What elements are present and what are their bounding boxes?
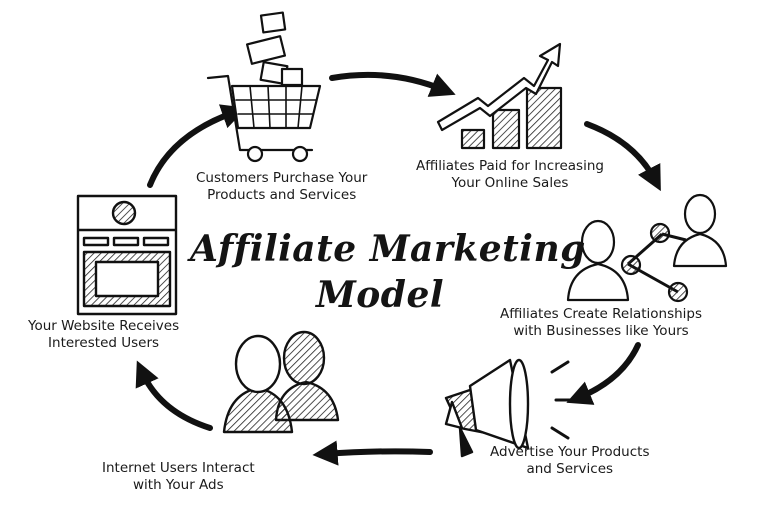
arrow-cart-to-chart — [329, 71, 456, 97]
step-label-website-receives: Your Website Receives Interested Users — [28, 318, 179, 352]
network-people-icon — [566, 193, 728, 303]
diagram-title: Affiliate Marketing Model — [190, 226, 586, 318]
shopping-cart-icon — [206, 11, 322, 163]
step-label-line: with Businesses like Yours — [513, 323, 689, 339]
diagram-title-line2: Model — [315, 274, 445, 316]
step-label-line: Interested Users — [48, 335, 160, 351]
step-label-line: Internet Users Interact — [102, 460, 255, 476]
step-label-line: Your Website Receives — [28, 318, 180, 334]
arrow-network-to-megaphone — [566, 342, 641, 405]
step-label-line: Your Online Sales — [451, 175, 569, 191]
step-label-line: and Services — [526, 461, 614, 477]
step-label-line: Affiliates Paid for Increasing — [416, 158, 604, 174]
step-label-advertise: Advertise Your Products and Services — [490, 444, 650, 478]
step-label-line: Products and Services — [207, 187, 357, 203]
megaphone-icon — [444, 358, 578, 458]
step-label-line: Affiliates Create Relationships — [500, 306, 703, 322]
step-label-affiliates-paid: Affiliates Paid for Increasing Your Onli… — [416, 158, 604, 192]
step-label-customers-purchase: Customers Purchase Your Products and Ser… — [196, 170, 367, 204]
step-label-line: Customers Purchase Your — [196, 170, 368, 186]
step-label-affiliates-relationships: Affiliates Create Relationships with Bus… — [500, 306, 702, 340]
users-icon — [222, 330, 340, 434]
arrow-megaphone-to-users — [312, 440, 433, 466]
diagram-title-line1: Affiliate Marketing — [190, 228, 586, 270]
step-label-line: Advertise Your Products — [490, 444, 650, 460]
arrow-website-to-cart — [147, 104, 247, 188]
step-label-internet-users: Internet Users Interact with Your Ads — [102, 460, 255, 494]
arrow-users-to-website — [135, 360, 213, 431]
step-label-line: with Your Ads — [133, 477, 224, 493]
website-icon — [76, 194, 178, 316]
arrow-chart-to-network — [584, 121, 661, 192]
growth-bar-chart-icon — [436, 42, 563, 150]
